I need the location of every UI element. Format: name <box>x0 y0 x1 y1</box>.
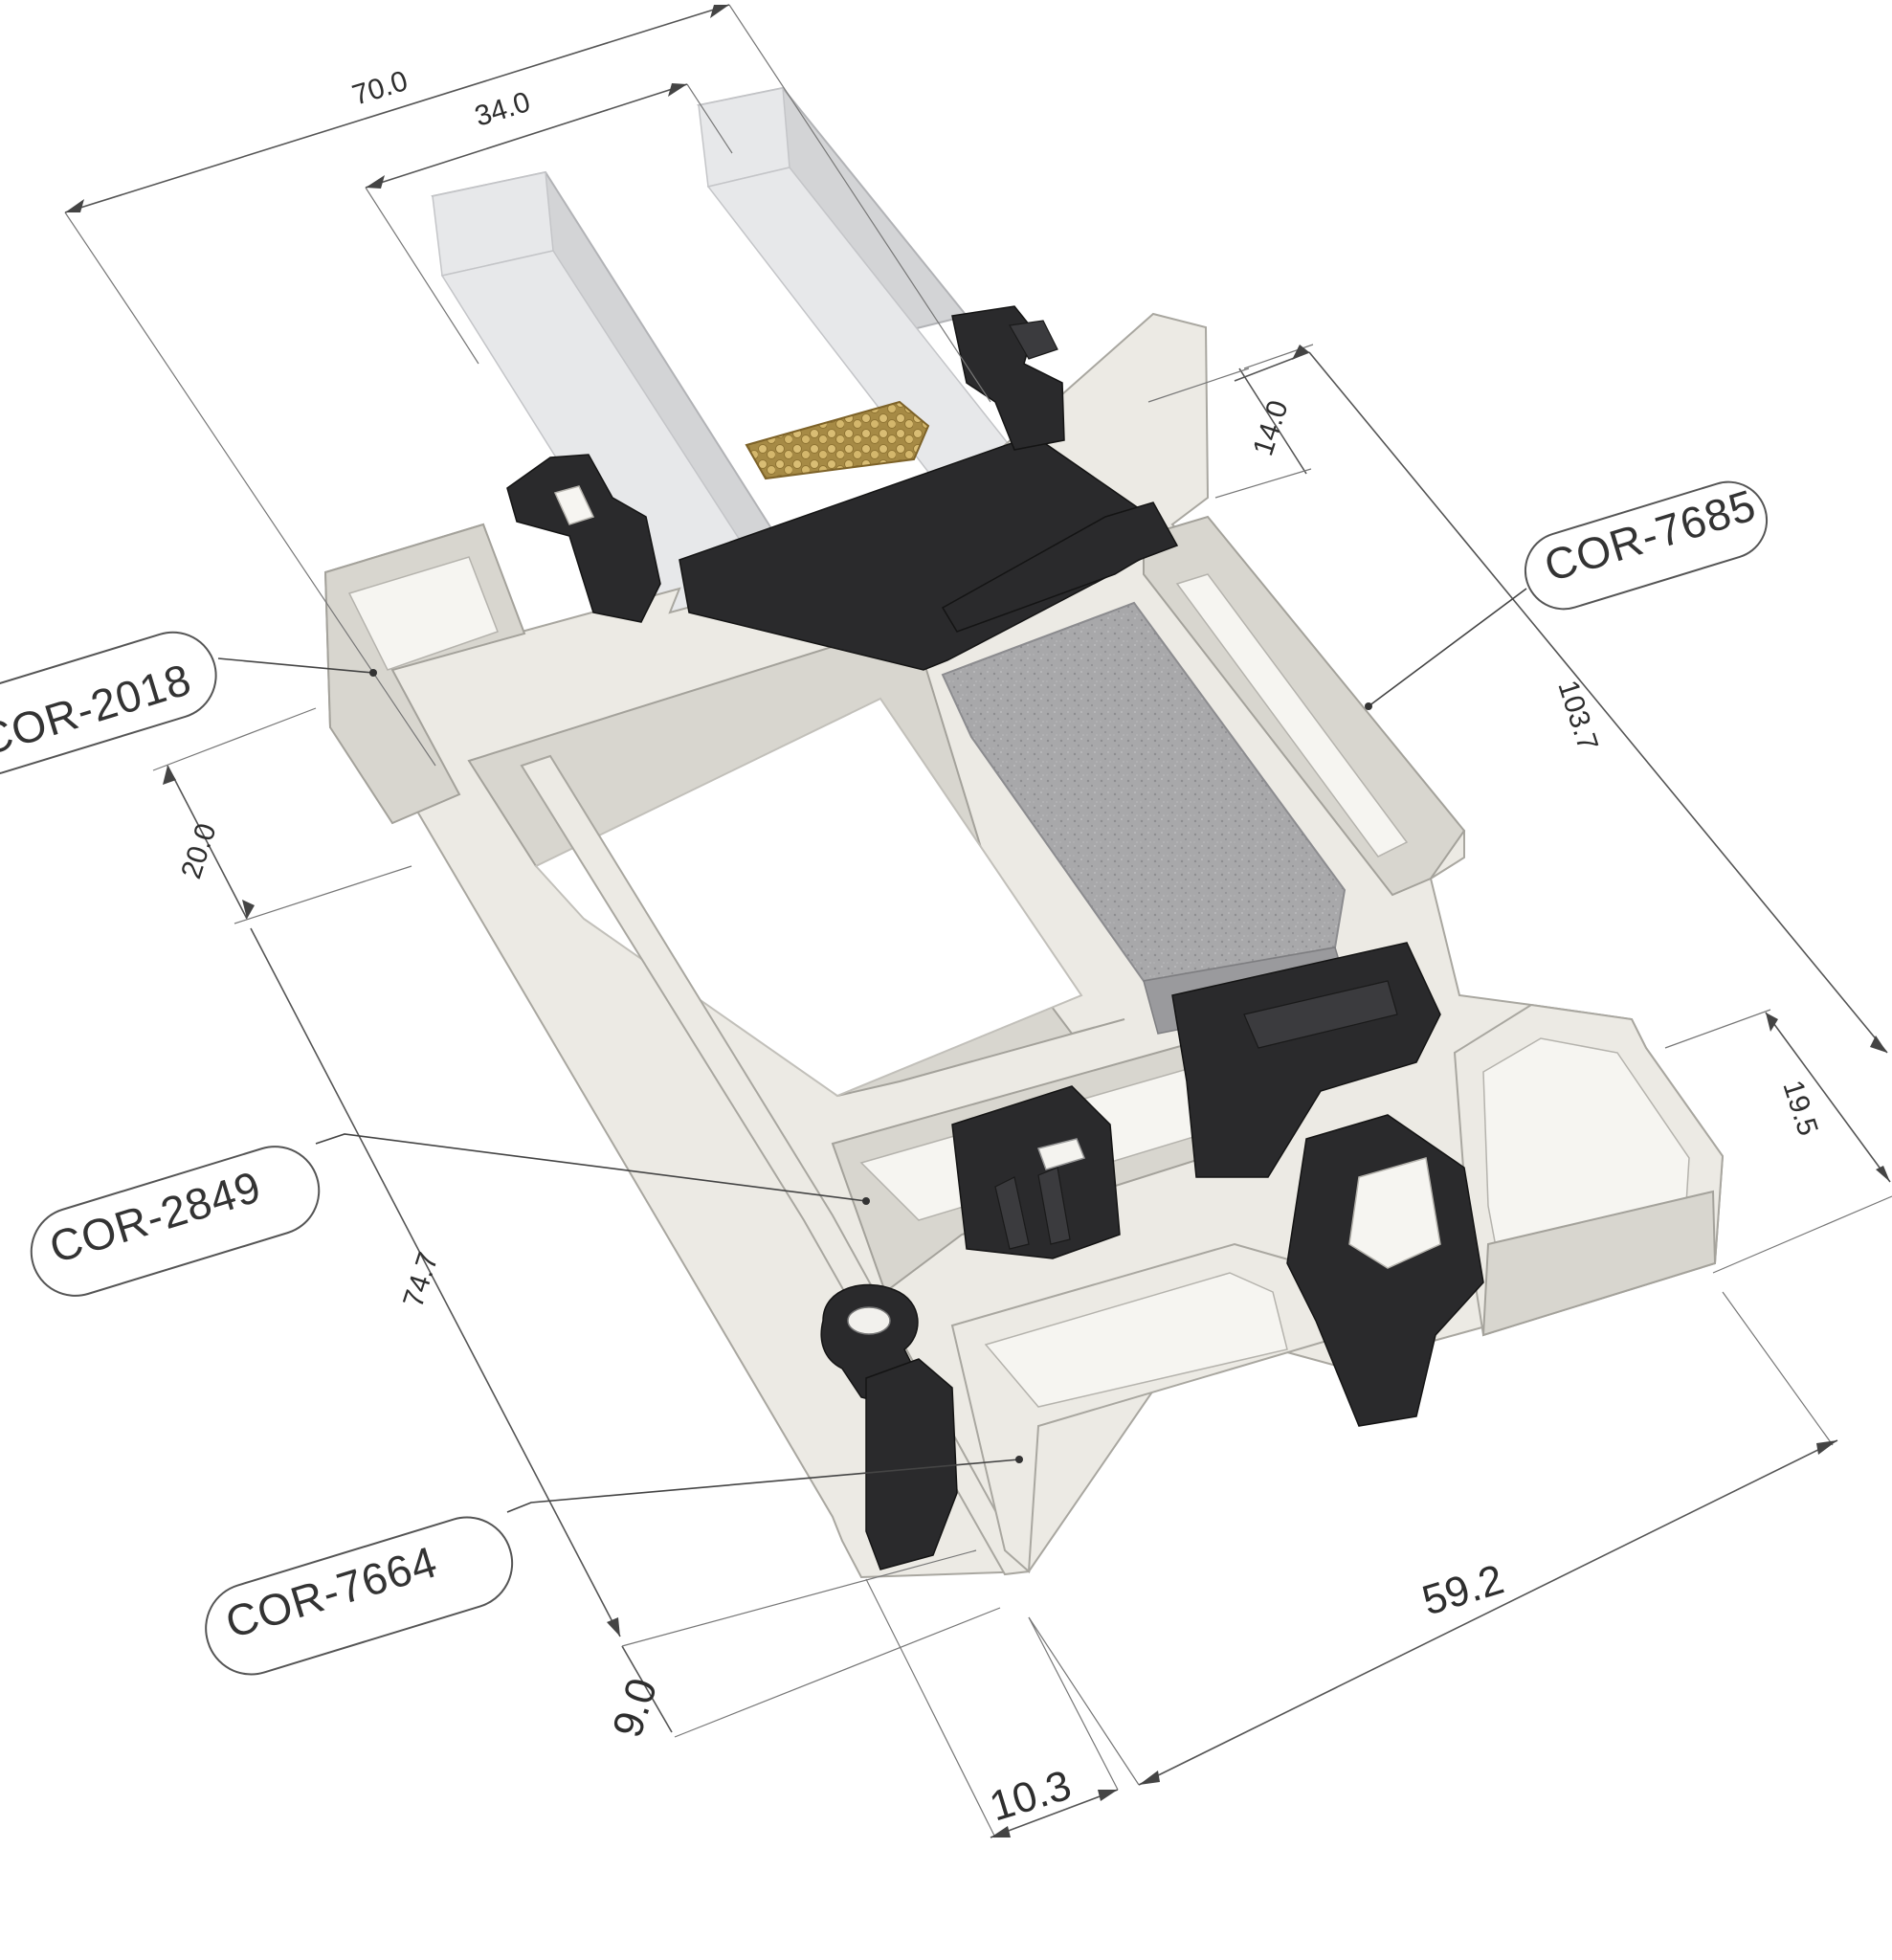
center-seal-fin-2 <box>1037 1167 1071 1245</box>
callout-pill-cor-2849 <box>30 1146 321 1297</box>
glazing-gasket-top-right <box>951 305 1065 451</box>
dim-right-step: 19.5 <box>1776 1077 1823 1140</box>
dim-glass-width: 34.0 <box>471 86 533 133</box>
dim-bottom-offset: 10.3 <box>985 1762 1077 1831</box>
dim-bottom-step: 9.0 <box>604 1673 667 1743</box>
callout-pill-cor-7664 <box>205 1516 514 1676</box>
glazing-gasket-top-right-lip <box>1009 320 1058 360</box>
center-seal-slot <box>1037 1138 1086 1170</box>
dimension-lines <box>64 4 1892 1838</box>
center-seal-gasket <box>951 1085 1121 1259</box>
dim-bottom-width: 59.2 <box>1417 1556 1509 1625</box>
thermal-break-upper <box>941 501 1179 633</box>
dim-overall-width: 70.0 <box>348 65 411 112</box>
right-lower-chamber <box>1481 1190 1717 1337</box>
callout-pill-cor-7685 <box>1524 480 1769 611</box>
thermal-break-middle-fin <box>1243 980 1398 1049</box>
central-chamber-void <box>534 697 1083 1098</box>
desiccant-fill <box>745 400 930 480</box>
spacer-bar <box>679 434 1159 671</box>
bottom-front-chamber-inner <box>984 1272 1288 1408</box>
left-chamber-inner <box>347 556 499 671</box>
glazing-gasket-left <box>506 454 661 623</box>
bottom-gasket <box>865 1358 958 1570</box>
dim-right-height: 103.7 <box>1551 677 1604 755</box>
dim-left-offset: 20.0 <box>175 819 222 882</box>
callout-pill-cor-2018 <box>0 631 217 776</box>
center-seal-fin-1 <box>994 1176 1030 1250</box>
dim-top-offset: 14.0 <box>1247 396 1294 459</box>
bubble-gasket-hole <box>847 1306 891 1335</box>
thermal-break-lower-right-void <box>1348 1157 1441 1269</box>
thermal-break-lower-right <box>1286 1114 1484 1427</box>
gaskets <box>506 305 1484 1570</box>
dim-left-height: 74.7 <box>397 1248 444 1311</box>
glazing-gasket-left-hole <box>553 485 595 525</box>
right-chamber-inner <box>1175 573 1409 858</box>
